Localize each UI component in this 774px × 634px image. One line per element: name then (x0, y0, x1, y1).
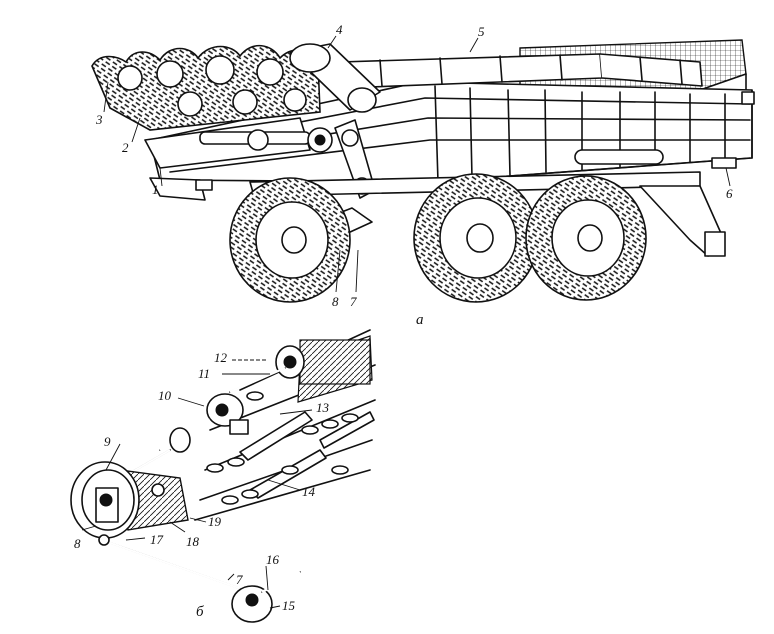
drive-shaft (124, 339, 371, 477)
label-b-17: 17 (150, 532, 164, 547)
label-b-10: 10 (158, 388, 172, 403)
label-b-7: 7 (236, 572, 243, 587)
crop-heap (91, 44, 321, 131)
conveyor-chain (206, 391, 359, 505)
label-a-7: 7 (350, 294, 357, 309)
figure-b-drive: 7 8 9 10 11 12 13 14 15 16 17 18 19 б (70, 329, 376, 623)
wheel-middle (413, 173, 539, 303)
label-b-12: 12 (214, 350, 228, 365)
label-b-14: 14 (302, 484, 316, 499)
wheel-front (229, 177, 351, 303)
label-b-8: 8 (74, 536, 81, 551)
label-b-16: 16 (266, 552, 280, 567)
label-b-19: 19 (208, 514, 222, 529)
conveyor-drums (339, 53, 703, 89)
caption-a: а (416, 312, 424, 328)
label-b-18: 18 (186, 534, 200, 549)
label-b-15: 15 (282, 598, 296, 613)
label-b-11: 11 (198, 366, 210, 381)
figure-a-trailer: 1 2 3 4 5 6 7 8 а (91, 22, 755, 328)
label-a-8: 8 (332, 294, 339, 309)
label-a-2: 2 (122, 140, 129, 155)
crank-linkage (98, 534, 301, 623)
pulley-gearbox (70, 461, 189, 539)
leader-lines-a (103, 35, 731, 293)
label-b-13: 13 (316, 400, 330, 415)
leader-lines-b (81, 359, 313, 609)
label-b-9: 9 (104, 434, 111, 449)
label-a-5: 5 (478, 24, 485, 39)
label-a-3: 3 (95, 112, 103, 127)
caption-b: б (196, 604, 204, 620)
label-a-6: 6 (726, 186, 733, 201)
label-a-4: 4 (336, 22, 343, 37)
wheel-rear (525, 175, 647, 301)
label-a-1: 1 (152, 182, 159, 197)
